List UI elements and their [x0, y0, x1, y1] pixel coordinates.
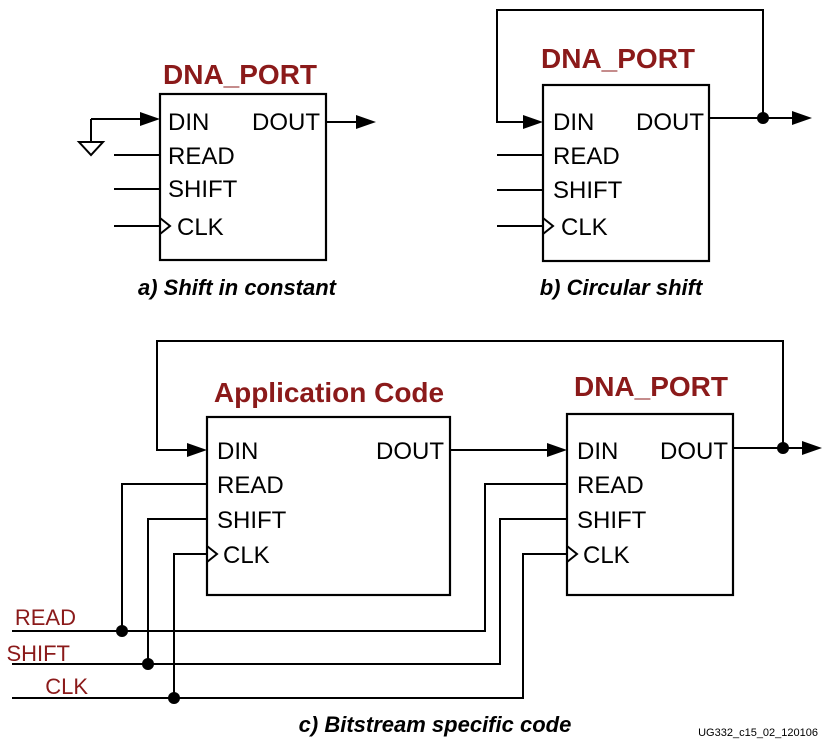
panel-c-dna-pin-clk: CLK — [583, 542, 630, 569]
panel-c-dna-pin-shift: SHIFT — [577, 507, 647, 534]
panel-a-title: DNA_PORT — [163, 59, 317, 90]
panel-c-read-junction-dot — [116, 625, 128, 637]
panel-b-caption: b) Circular shift — [540, 275, 704, 300]
panel-c-signal-read-label: READ — [15, 605, 76, 630]
panel-b-pin-dout: DOUT — [636, 109, 704, 136]
panel-a-pin-read: READ — [168, 143, 235, 170]
panel-c-app-clock-marker-icon — [206, 545, 219, 563]
panel-b-pin-din: DIN — [553, 109, 594, 136]
panel-c-app-title: Application Code — [214, 377, 444, 408]
panel-c-shift-bus — [12, 518, 567, 665]
panel-a-caption: a) Shift in constant — [138, 275, 338, 300]
panel-b-din-arrow — [523, 115, 543, 129]
panel-a-dna-port-box — [158, 92, 328, 262]
panel-c-output-junction-dot — [777, 442, 789, 454]
panel-c-read-tap — [121, 483, 207, 631]
panel-c: Application Code DNA_PORT DIN DOUT READ — [6, 340, 822, 737]
panel-b-title: DNA_PORT — [541, 43, 695, 74]
panel-c-read-bus — [12, 483, 567, 632]
panel-a-din-arrow — [140, 112, 160, 126]
panel-c-app-pin-read: READ — [217, 472, 284, 499]
panel-c-clk-bus — [12, 553, 567, 699]
panel-c-dna-pin-read: READ — [577, 472, 644, 499]
figure-id: UG332_c15_02_120106 — [698, 727, 818, 739]
panel-c-dna-title: DNA_PORT — [574, 371, 728, 402]
panel-c-dna-din-arrow — [547, 443, 567, 457]
panel-c-dna-port-box — [565, 412, 735, 597]
panel-c-signal-shift-label: SHIFT — [6, 641, 70, 666]
panel-b-pin-clk: CLK — [561, 214, 608, 241]
panel-c-shift-tap — [147, 518, 207, 664]
panel-b-pin-shift: SHIFT — [553, 177, 623, 204]
panel-c-feedback-wire — [156, 340, 784, 451]
panel-a-pin-din: DIN — [168, 109, 209, 136]
panel-a-dout-arrow — [356, 115, 376, 129]
panel-c-application-code-box — [205, 415, 452, 597]
panel-a: DNA_PORT DIN DOUT READ SHIFT CLK a) Shif… — [76, 59, 376, 300]
panel-c-app-pin-shift: SHIFT — [217, 507, 287, 534]
panel-c-caption: c) Bitstream specific code — [299, 712, 572, 737]
panel-c-signal-clk-label: CLK — [45, 674, 88, 699]
panel-c-dna-clock-marker-icon — [566, 545, 579, 563]
panel-a-clock-marker-icon — [159, 217, 172, 235]
panel-c-dna-pin-din: DIN — [577, 438, 618, 465]
panel-b-junction-dot — [757, 112, 769, 124]
panel-b-clock-marker-icon — [542, 217, 555, 235]
ground-icon — [76, 141, 106, 157]
panel-b-feedback-wire — [496, 9, 764, 123]
panel-c-clk-tap — [173, 553, 207, 698]
panel-c-dna-pin-dout: DOUT — [660, 438, 728, 465]
panel-c-app-pin-din: DIN — [217, 438, 258, 465]
panel-c-clk-junction-dot — [168, 692, 180, 704]
panel-a-pin-shift: SHIFT — [168, 176, 238, 203]
panel-a-pin-clk: CLK — [177, 214, 224, 241]
panel-c-dna-dout-arrow — [802, 441, 822, 455]
panel-b-pin-read: READ — [553, 143, 620, 170]
panel-c-app-pin-dout: DOUT — [376, 438, 444, 465]
panel-b: DNA_PORT DIN DOUT READ SHIFT CLK b) Circ… — [496, 9, 812, 300]
panel-c-app-pin-clk: CLK — [223, 542, 270, 569]
panel-b-dout-arrow — [792, 111, 812, 125]
panel-b-dna-port-box — [541, 83, 711, 263]
panel-a-pin-dout: DOUT — [252, 109, 320, 136]
panel-c-shift-junction-dot — [142, 658, 154, 670]
panel-c-app-din-arrow — [187, 443, 207, 457]
